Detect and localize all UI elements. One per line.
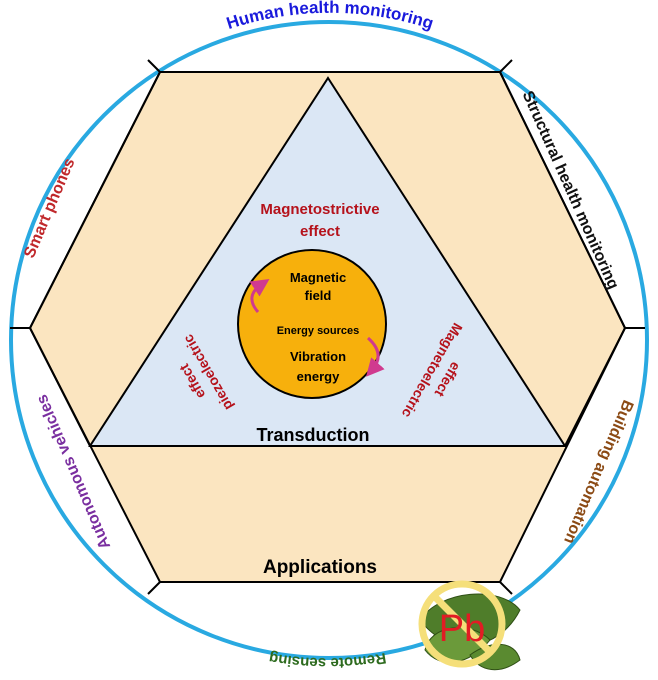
left-curved-arrow bbox=[249, 279, 270, 313]
center-magnetic: Magnetic bbox=[290, 270, 346, 285]
label-remote-sensing: Remote sensing bbox=[268, 649, 388, 671]
divider-line bbox=[147, 581, 161, 595]
hexagon-separator bbox=[499, 71, 626, 329]
hexagon-separator bbox=[29, 327, 91, 447]
applications-label: Applications bbox=[263, 557, 377, 578]
hexagon-separator bbox=[564, 327, 626, 447]
lead-symbol: Pb bbox=[439, 608, 485, 650]
hexagon-separator bbox=[29, 71, 161, 329]
transduction-label: Transduction bbox=[256, 425, 369, 445]
divider-line bbox=[499, 581, 513, 595]
right-curved-arrow bbox=[366, 336, 385, 377]
magnetostrictive-label: Magnetostrictive bbox=[260, 201, 379, 218]
center-energy: energy bbox=[297, 369, 340, 384]
center-energy-sources: Energy sources bbox=[277, 325, 360, 337]
divider-line bbox=[499, 59, 513, 73]
center-field: field bbox=[305, 288, 332, 303]
lead-free-leaf-icon: Pb bbox=[418, 580, 521, 671]
energy-source-circle bbox=[237, 249, 387, 399]
center-vibration: Vibration bbox=[290, 349, 346, 364]
divider-line bbox=[147, 59, 161, 73]
magnetostrictive-effect-label: effect bbox=[300, 223, 340, 240]
